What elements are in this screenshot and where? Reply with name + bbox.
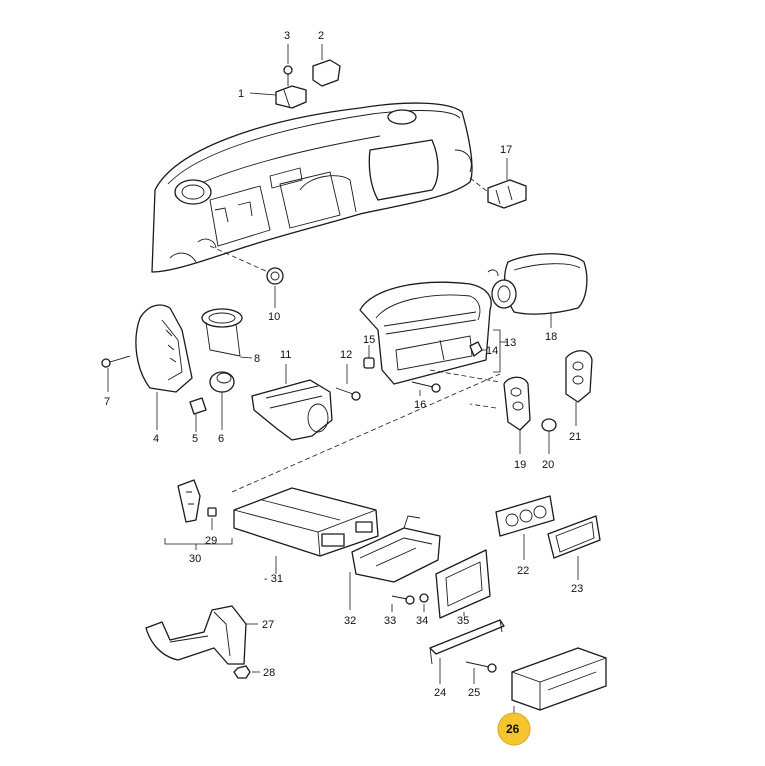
switch-panel-part-21 [565,350,593,426]
clip-part-5 [189,397,207,432]
knob-part-6 [209,371,235,430]
radio-unit-part-31 [233,487,379,574]
callout-26[interactable]: 26 [506,722,520,736]
callout-2: 2 [318,30,324,42]
callout-labels: 1 2 3 4 5 6 7 8 10 11 12 13 14 15 16 17 … [104,30,583,736]
callout-8: 8 [254,353,260,365]
callout-30: 30 [189,553,201,565]
center-vent-frame-part-13 [359,281,508,385]
callout-20: 20 [542,459,554,471]
bezel-part-23 [547,515,601,580]
clip-part-14 [469,341,486,357]
mounting-frame-part-32 [349,515,441,610]
screw-part-33 [391,595,415,612]
callout-25: 25 [468,687,480,699]
heater-panel-part-22 [495,495,555,560]
bracket-part-1 [249,85,307,109]
callout-15: 15 [363,334,375,346]
callout-16: 16 [414,399,426,411]
callout-12: 12 [340,349,352,361]
screw-part-25 [465,661,497,684]
callout-33: 33 [384,615,396,627]
screw-part-12 [335,364,361,401]
callout-23: 23 [571,583,583,595]
callout-29: 29 [205,535,217,547]
callout-13: 13 [504,337,516,349]
side-panel-part-4 [135,304,193,430]
callout-3: 3 [284,30,290,42]
callout-11: 11 [280,349,291,361]
knob-part-20 [541,418,557,454]
callout-6: 6 [218,433,224,445]
callout-31: - 31 [264,573,283,585]
storage-tray-part-26 [511,647,607,716]
switch-panel-part-19 [503,376,531,454]
callout-1: 1 [238,88,244,100]
screw-part-16 [411,381,441,396]
callout-34: 34 [416,615,428,627]
screw-part-3 [283,44,293,86]
callout-27: 27 [262,619,274,631]
callout-22: 22 [517,565,529,577]
callout-21: 21 [569,431,581,443]
air-duct-part-11 [251,364,333,441]
highlight-marker-26[interactable] [497,712,531,746]
callout-24: 24 [434,687,446,699]
callout-28: 28 [263,667,275,679]
grommet-part-10 [209,245,284,308]
switch-part-17 [469,158,527,209]
airbag-module-part-18 [487,253,588,328]
callout-7: 7 [104,396,110,408]
callout-10: 10 [268,311,280,323]
callout-35: 35 [457,615,469,627]
support-bracket-part-27 [145,605,258,665]
vent-bracket-part-8 [201,308,253,359]
callout-19: 19 [514,459,526,471]
dashboard-shell [151,102,473,273]
nut-part-28 [233,665,260,679]
trim-frame-part-35 [435,549,491,619]
bracket-part-29 [177,479,217,530]
clip-part-2 [312,44,341,87]
bracket-group-30 [164,538,233,550]
nut-part-34 [419,593,429,612]
callout-32: 32 [344,615,356,627]
nut-part-15 [363,345,375,369]
callout-4: 4 [153,433,159,445]
callout-5: 5 [192,433,198,445]
callout-17: 17 [500,144,512,156]
callout-18: 18 [545,331,557,343]
callout-14: 14 [486,345,498,357]
bracket-part-24 [429,619,505,684]
screw-part-7 [101,355,131,392]
